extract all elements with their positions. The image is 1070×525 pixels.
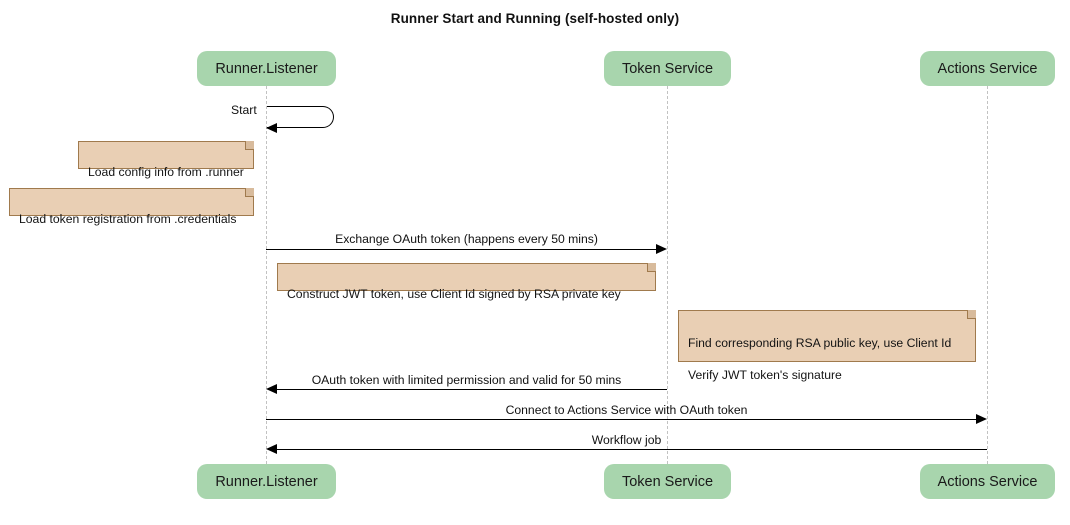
participant-token-top[interactable]: Token Service <box>604 51 731 86</box>
message-connect-actions-arrowhead <box>976 414 987 424</box>
note-construct-jwt: Construct JWT token, use Client Id signe… <box>277 263 656 301</box>
note-verify-jwt: Find corresponding RSA public key, use C… <box>678 310 976 382</box>
message-workflow-job-arrowhead <box>266 444 277 454</box>
participant-label: Token Service <box>621 473 714 490</box>
message-oauth-response-label: OAuth token with limited permission and … <box>311 373 622 387</box>
lifeline-runner <box>266 86 267 464</box>
message-connect-actions-label: Connect to Actions Service with OAuth to… <box>505 403 748 417</box>
participant-label: Runner.Listener <box>215 473 318 490</box>
participant-token-bottom[interactable]: Token Service <box>604 464 731 499</box>
lifeline-actions <box>987 86 988 464</box>
message-exchange-oauth-label: Exchange OAuth token (happens every 50 m… <box>335 232 598 246</box>
self-message-start-label: Start <box>231 103 257 117</box>
note-text: Construct JWT token, use Client Id signe… <box>287 287 621 301</box>
participant-label: Actions Service <box>937 473 1038 490</box>
participant-actions-bottom[interactable]: Actions Service <box>920 464 1055 499</box>
participant-label: Token Service <box>621 60 714 77</box>
message-oauth-response-arrowhead <box>266 384 277 394</box>
message-workflow-job-line <box>277 449 987 450</box>
self-message-start-loop <box>267 106 334 128</box>
note-fold-corner <box>967 310 976 319</box>
note-text-line2: Verify JWT token's signature <box>688 368 842 382</box>
note-load-config: Load config info from .runner <box>78 141 254 179</box>
participant-runner-top[interactable]: Runner.Listener <box>197 51 336 86</box>
self-message-start-arrowhead <box>266 123 277 133</box>
participant-runner-bottom[interactable]: Runner.Listener <box>197 464 336 499</box>
message-connect-actions-line <box>266 419 976 420</box>
note-text: Load token registration from .credential… <box>19 212 237 226</box>
note-fold-corner <box>245 141 254 150</box>
note-fold-corner <box>245 188 254 197</box>
note-text-line1: Find corresponding RSA public key, use C… <box>688 336 952 350</box>
note-load-token: Load token registration from .credential… <box>9 188 254 226</box>
lifeline-token <box>667 86 668 464</box>
message-workflow-job-label: Workflow job <box>591 433 662 447</box>
diagram-title: Runner Start and Running (self-hosted on… <box>390 11 680 26</box>
note-text: Load config info from .runner <box>88 165 244 179</box>
message-oauth-response-line <box>277 389 667 390</box>
message-exchange-oauth-line <box>266 249 656 250</box>
participant-label: Actions Service <box>937 60 1038 77</box>
message-exchange-oauth-arrowhead <box>656 244 667 254</box>
participant-actions-top[interactable]: Actions Service <box>920 51 1055 86</box>
note-fold-corner <box>647 263 656 272</box>
participant-label: Runner.Listener <box>215 60 318 77</box>
